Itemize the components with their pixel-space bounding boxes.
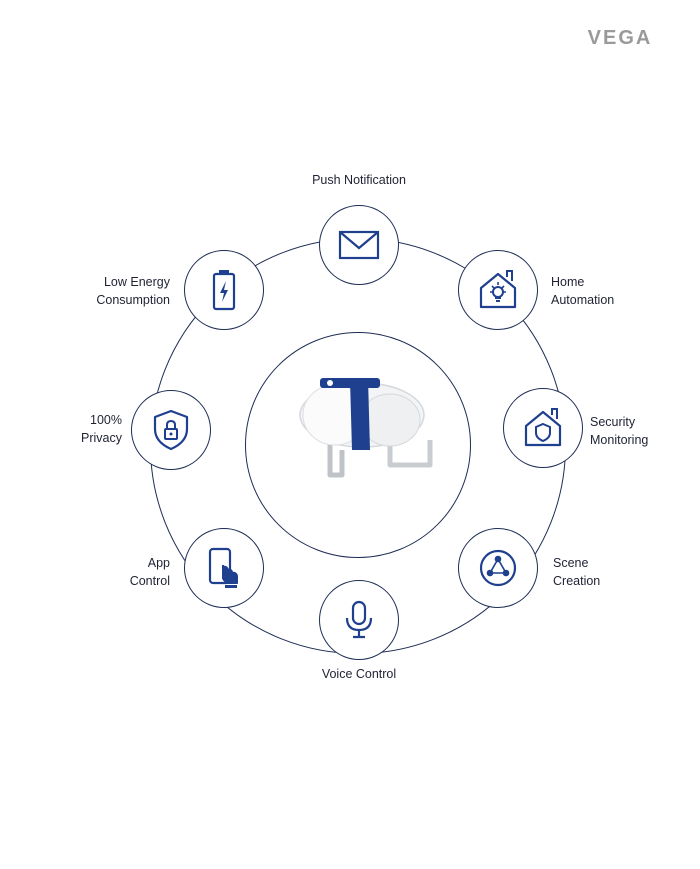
scene-creation-node [458, 528, 538, 608]
scene-network-icon [479, 549, 517, 587]
privacy-node [131, 390, 211, 470]
phone-tap-icon [208, 547, 238, 588]
voice-control-label: Voice Control [321, 667, 397, 681]
microphone-icon [345, 600, 373, 639]
shield-lock-icon [153, 409, 189, 451]
smart-home-icon [479, 270, 517, 309]
security-monitoring-node [503, 388, 583, 468]
low-energy-node [184, 250, 264, 330]
svg-text:VEGA: VEGA [588, 27, 653, 48]
home-shield-icon [524, 408, 562, 447]
water-valve-controller-image [299, 378, 433, 478]
privacy-label: 100%Privacy [81, 413, 122, 445]
center-circle [245, 332, 471, 558]
battery-icon [212, 270, 236, 311]
envelope-icon [338, 230, 380, 260]
home-automation-node [458, 250, 538, 330]
voice-control-node [319, 580, 399, 660]
push-notification-node [319, 205, 399, 285]
push-notification-label: Push Notification [312, 173, 406, 187]
vega-logo: VEGA [588, 27, 653, 48]
app-control-node [184, 528, 264, 608]
